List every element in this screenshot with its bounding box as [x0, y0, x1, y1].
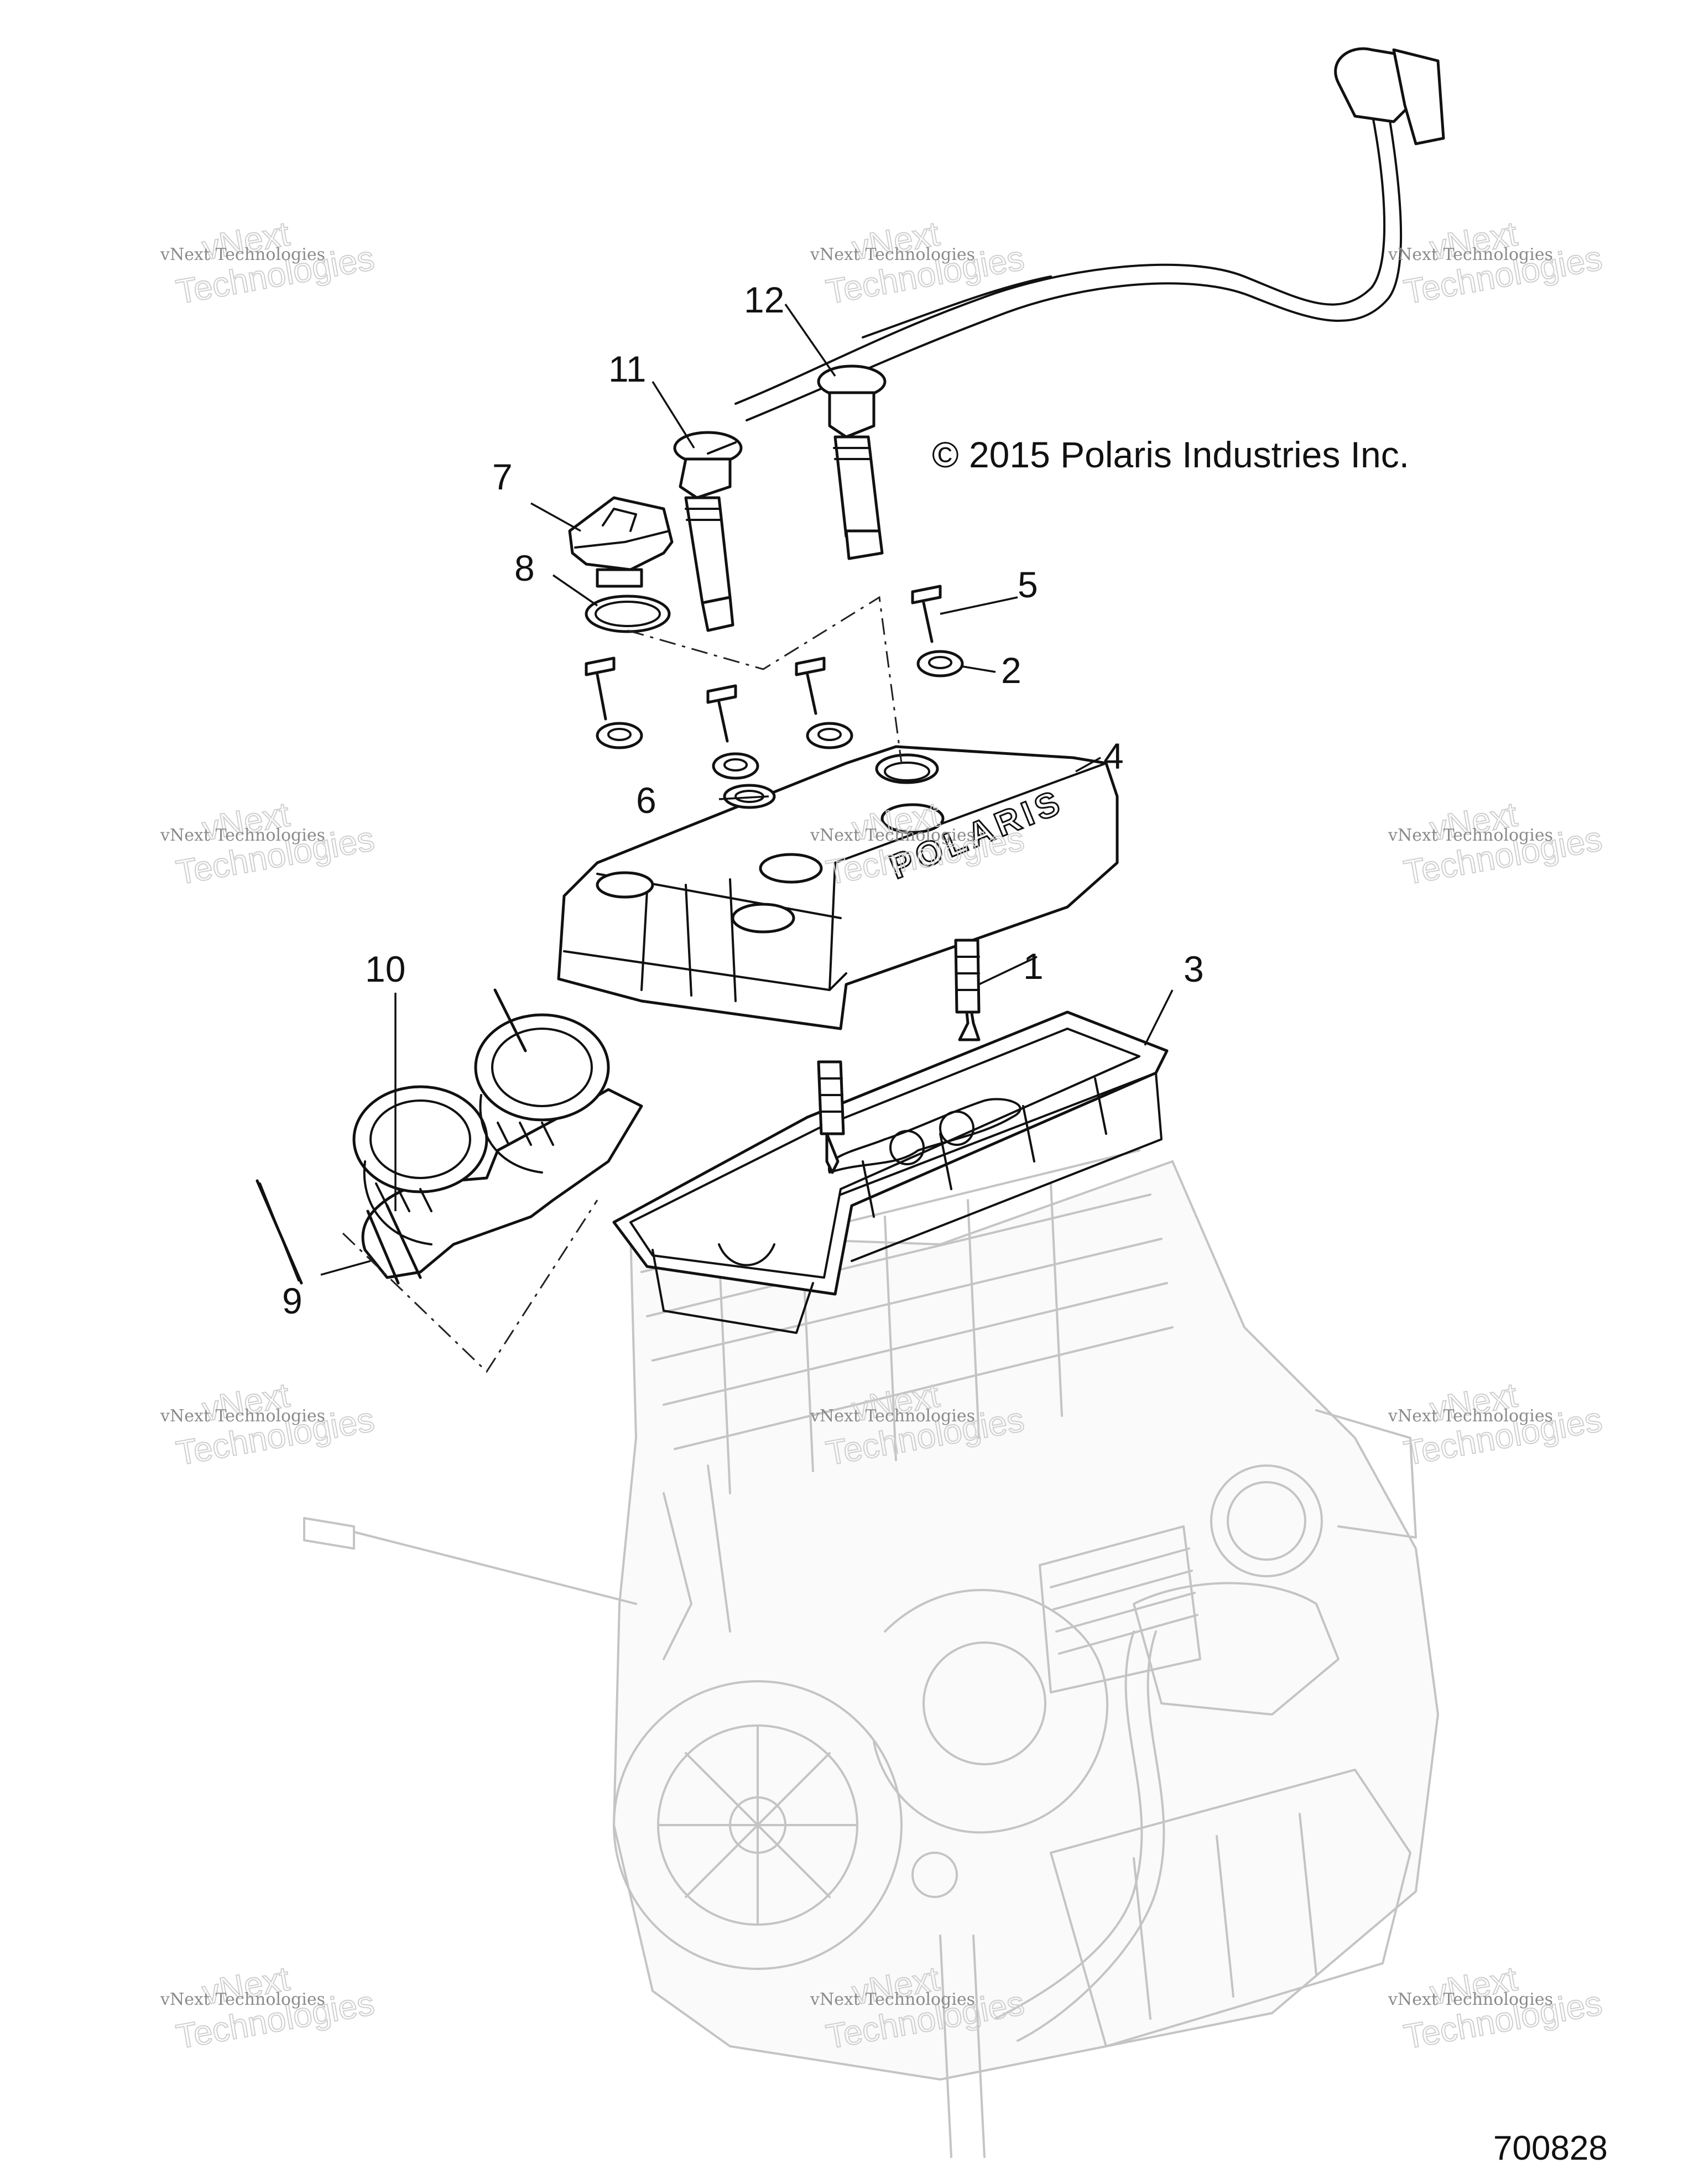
- watermark: vNext Technologies vNext Technologies: [1388, 795, 1606, 893]
- watermark: vNext Technologies vNext Technologies: [1388, 214, 1606, 312]
- watermark: vNext Technologies vNext Technologies: [1388, 1959, 1606, 2057]
- watermark: vNext Technologies vNext Technologies: [1388, 1375, 1606, 1473]
- callout-6: 6: [636, 780, 656, 821]
- watermark: vNext Technologies vNext Technologies: [160, 1375, 378, 1473]
- coil-harness-part-11-12: [673, 47, 1445, 632]
- svg-text:vNext Technologies: vNext Technologies: [160, 826, 325, 845]
- svg-text:vNext Technologies: vNext Technologies: [810, 245, 975, 264]
- watermark: vNext Technologies vNext Technologies: [810, 795, 1028, 893]
- svg-text:vNext Technologies: vNext Technologies: [160, 1990, 325, 2009]
- cover-bolts-part-5: [585, 585, 942, 743]
- callout-10: 10: [365, 948, 405, 989]
- svg-text:vNext Technologies: vNext Technologies: [1388, 245, 1553, 264]
- engine-ghost-drawing: [303, 1149, 1440, 2158]
- callout-3: 3: [1184, 948, 1204, 989]
- oil-cap-part-7: [568, 496, 674, 588]
- grommets-part-2: [596, 650, 964, 780]
- watermark: vNext Technologies vNext Technologies: [160, 1959, 378, 2057]
- callout-4: 4: [1103, 736, 1124, 776]
- leader-lines: [320, 304, 1174, 1276]
- assembly-dash-lines: [342, 596, 903, 1373]
- spark-plug-part-1: [817, 939, 981, 1174]
- callout-1: 1: [1023, 946, 1044, 987]
- gasket-part-3: [612, 1010, 1169, 1334]
- svg-text:vNext Technologies: vNext Technologies: [1388, 1990, 1553, 2009]
- watermark: vNext Technologies vNext Technologies: [810, 214, 1028, 312]
- callout-12: 12: [744, 279, 784, 320]
- watermark: vNext Technologies vNext Technologies: [160, 795, 378, 893]
- svg-text:vNext Technologies: vNext Technologies: [1388, 826, 1553, 845]
- washer-part-6: [723, 784, 776, 809]
- watermark: vNext Technologies vNext Technologies: [160, 214, 378, 312]
- callout-7: 7: [492, 456, 513, 497]
- callout-5: 5: [1018, 564, 1038, 605]
- callout-11: 11: [608, 348, 647, 389]
- svg-text:vNext Technologies: vNext Technologies: [810, 1406, 975, 1426]
- figure-id: 700828: [1493, 2129, 1608, 2167]
- svg-text:vNext Technologies: vNext Technologies: [1388, 1406, 1553, 1426]
- svg-text:vNext Technologies: vNext Technologies: [160, 1406, 325, 1426]
- svg-text:vNext Technologies: vNext Technologies: [810, 826, 975, 845]
- valve-cover-part-4: POLARIS: [557, 745, 1119, 1030]
- callouts: 1 2 3 4 5 6 7 8 9 10 11 12: [282, 279, 1204, 1321]
- bolts-part-10: [256, 988, 527, 1285]
- callout-9: 9: [282, 1280, 303, 1321]
- svg-text:vNext Technologies: vNext Technologies: [160, 245, 325, 264]
- intake-boot-part-9: [352, 1013, 643, 1279]
- copyright-notice: © 2015 Polaris Industries Inc.: [932, 434, 1409, 475]
- o-ring-part-8: [585, 595, 671, 633]
- callout-2: 2: [1001, 650, 1022, 691]
- callout-8: 8: [514, 548, 535, 588]
- svg-text:vNext Technologies: vNext Technologies: [810, 1990, 975, 2009]
